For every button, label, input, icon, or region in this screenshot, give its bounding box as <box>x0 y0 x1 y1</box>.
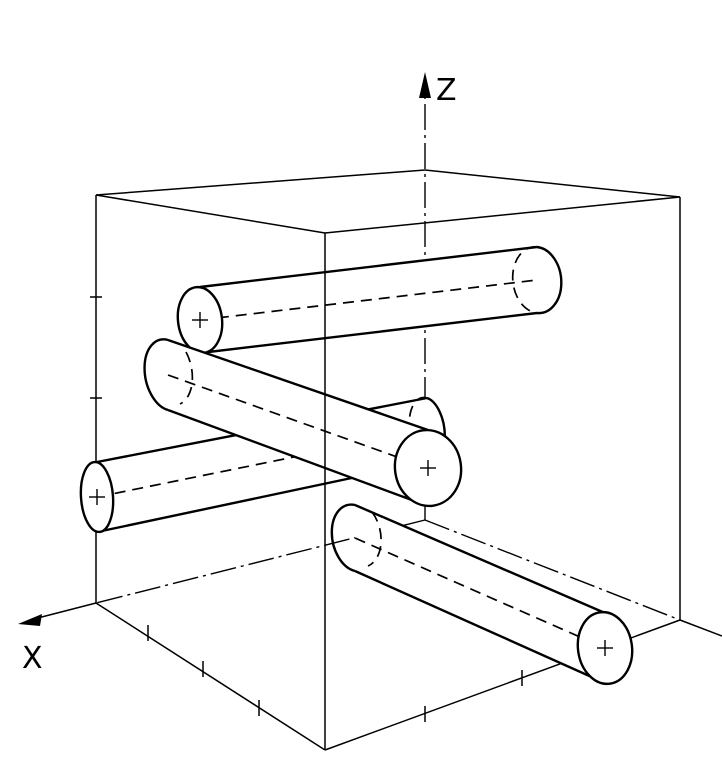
cylinder-upper-diagonal <box>143 338 463 508</box>
x-axis-label: X <box>22 641 43 676</box>
cylinder-lower-front <box>330 503 634 686</box>
z-arrow-icon <box>419 72 431 98</box>
z-axis-label: Z <box>436 73 457 108</box>
axis-extensions <box>18 602 722 637</box>
cube-back-edges <box>95 169 681 620</box>
cylinder-upper-rear <box>176 245 563 355</box>
y-axis-extension <box>679 619 722 637</box>
tick-marks <box>90 296 523 722</box>
cube-front-edges <box>95 194 681 751</box>
y-axis-hidden <box>424 519 681 621</box>
x-arrow-icon <box>18 614 42 626</box>
